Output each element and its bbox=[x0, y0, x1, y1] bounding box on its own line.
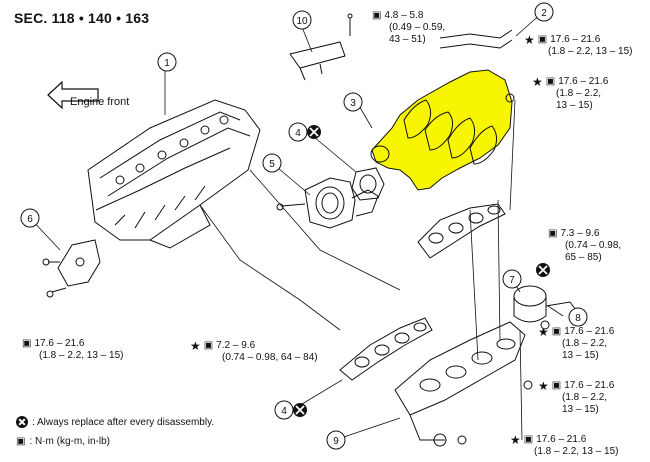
torque-spec-center: ★▣7.2 – 9.6 (0.74 – 0.98, 64 – 84) bbox=[190, 340, 318, 364]
torque-wrench-icon: ▣ bbox=[537, 34, 548, 45]
callout-label: 2 bbox=[541, 8, 547, 19]
torque-spec-10: ▣4.8 – 5.8 (0.49 – 0.59, 43 – 51) bbox=[372, 10, 445, 46]
torque-value: 7.2 – 9.6 bbox=[216, 340, 256, 351]
torque-value: 13 – 15) bbox=[556, 100, 593, 111]
torque-wrench-icon: ▣ bbox=[22, 338, 32, 349]
cylinder-head[interactable] bbox=[87, 99, 261, 249]
torque-wrench-icon: ▣ bbox=[545, 76, 556, 87]
throttle-body[interactable] bbox=[276, 177, 379, 229]
callout-label: 1 bbox=[164, 58, 170, 69]
throttle-gasket[interactable] bbox=[351, 167, 385, 201]
legend-replace: : Always replace after every disassembly… bbox=[16, 416, 214, 428]
intake-manifold-highlight[interactable] bbox=[370, 69, 513, 191]
callout-6[interactable] bbox=[20, 208, 40, 228]
torque-wrench-icon: ▣ bbox=[551, 380, 562, 391]
engine-front-label: Engine front bbox=[70, 96, 130, 108]
torque-value: 43 – 51) bbox=[389, 34, 426, 45]
torque-spec-right-top: ★▣17.6 – 21.6 (1.8 – 2.2, 13 – 15) bbox=[532, 76, 608, 112]
callout-label: 10 bbox=[296, 16, 308, 27]
manifold-gasket-lower[interactable] bbox=[339, 317, 433, 381]
torque-spec-6: ▣17.6 – 21.6 (1.8 – 2.2, 13 – 15) bbox=[22, 338, 124, 362]
callout-label: 7 bbox=[509, 275, 515, 286]
legend-torque-text: : N·m (kg-m, in-lb) bbox=[29, 436, 111, 447]
section-title: SEC. 118 • 140 • 163 bbox=[14, 10, 150, 26]
replace-mark-icon bbox=[293, 403, 307, 417]
star-icon: ★ bbox=[538, 325, 549, 339]
bracket[interactable] bbox=[42, 239, 101, 298]
torque-value: (1.8 – 2.2, 13 – 15) bbox=[548, 46, 633, 57]
torque-value: (1.8 – 2.2, 13 – 15) bbox=[534, 446, 619, 457]
star-icon: ★ bbox=[510, 433, 521, 447]
callout-label: 9 bbox=[333, 436, 339, 447]
replace-mark-icon bbox=[16, 416, 28, 428]
torque-value: 17.6 – 21.6 bbox=[558, 76, 609, 87]
engine-front-arrow bbox=[47, 80, 99, 110]
callout-5[interactable] bbox=[262, 153, 282, 173]
torque-value: (1.8 – 2.2, bbox=[562, 392, 608, 403]
torque-value: 17.6 – 21.6 bbox=[550, 34, 601, 45]
torque-value: 13 – 15) bbox=[562, 350, 599, 361]
callout-3[interactable] bbox=[343, 92, 363, 112]
torque-wrench-icon: ▣ bbox=[523, 434, 534, 445]
torque-spec-7: ▣7.3 – 9.6 (0.74 – 0.98, 65 – 85) bbox=[548, 228, 621, 264]
torque-value: 65 – 85) bbox=[565, 252, 602, 263]
torque-value: (0.74 – 0.98, 64 – 84) bbox=[222, 352, 318, 363]
torque-wrench-icon: ▣ bbox=[548, 228, 558, 239]
torque-value: 7.3 – 9.6 bbox=[560, 228, 600, 239]
callout-label: 5 bbox=[269, 159, 275, 170]
torque-value: 17.6 – 21.6 bbox=[34, 338, 85, 349]
leader-lines bbox=[29, 11, 564, 441]
torque-spec-right-mid: ★▣17.6 – 21.6 (1.8 – 2.2, 13 – 15) bbox=[538, 326, 614, 362]
callout-label: 3 bbox=[350, 98, 356, 109]
torque-value: (1.8 – 2.2, bbox=[562, 338, 608, 349]
callout-label: 6 bbox=[27, 214, 33, 225]
torque-wrench-icon: ▣ bbox=[16, 436, 26, 447]
callout-2[interactable] bbox=[534, 2, 554, 22]
torque-wrench-icon: ▣ bbox=[551, 326, 562, 337]
torque-wrench-icon: ▣ bbox=[372, 10, 382, 21]
torque-value: (0.74 – 0.98, bbox=[565, 240, 622, 251]
vacuum-hose-bracket[interactable] bbox=[289, 13, 513, 81]
bolt-icon bbox=[457, 93, 550, 445]
callout-7[interactable] bbox=[502, 269, 522, 289]
replace-mark-icon bbox=[307, 125, 321, 139]
torque-value: 17.6 – 21.6 bbox=[564, 326, 615, 337]
callout-label: 4 bbox=[295, 128, 301, 139]
replace-mark-icon bbox=[536, 263, 550, 277]
torque-wrench-icon: ▣ bbox=[203, 340, 214, 351]
manifold-gasket-upper[interactable] bbox=[417, 203, 506, 259]
torque-value: 4.8 – 5.8 bbox=[384, 10, 424, 21]
callout-labels: 1 2 3 4 5 6 7 8 9 10 4 bbox=[27, 8, 581, 447]
torque-value: (1.8 – 2.2, 13 – 15) bbox=[39, 350, 124, 361]
callout-9[interactable] bbox=[326, 430, 346, 450]
callout-1[interactable] bbox=[157, 52, 177, 72]
torque-spec-2: ★▣17.6 – 21.6 (1.8 – 2.2, 13 – 15) bbox=[524, 34, 633, 58]
torque-value: 17.6 – 21.6 bbox=[564, 380, 615, 391]
torque-value: 17.6 – 21.6 bbox=[536, 434, 587, 445]
callout-label: 8 bbox=[575, 313, 581, 324]
torque-value: (0.49 – 0.59, bbox=[389, 22, 446, 33]
star-icon: ★ bbox=[532, 75, 543, 89]
legend-replace-text: : Always replace after every disassembly… bbox=[32, 416, 215, 428]
lower-manifold[interactable] bbox=[394, 321, 526, 447]
legend-torque: ▣ : N·m (kg-m, in-lb) bbox=[16, 436, 110, 447]
torque-spec-right-bottom: ★▣17.6 – 21.6 (1.8 – 2.2, 13 – 15) bbox=[510, 434, 619, 458]
sensor[interactable] bbox=[513, 285, 577, 323]
star-icon: ★ bbox=[538, 379, 549, 393]
callout-label: 4 bbox=[281, 406, 287, 417]
callout-10[interactable] bbox=[292, 10, 312, 30]
torque-value: (1.8 – 2.2, bbox=[556, 88, 602, 99]
star-icon: ★ bbox=[524, 33, 535, 47]
torque-value: 13 – 15) bbox=[562, 404, 599, 415]
callout-8[interactable] bbox=[568, 307, 588, 327]
torque-spec-right-low: ★▣17.6 – 21.6 (1.8 – 2.2, 13 – 15) bbox=[538, 380, 614, 416]
star-icon: ★ bbox=[190, 339, 201, 353]
